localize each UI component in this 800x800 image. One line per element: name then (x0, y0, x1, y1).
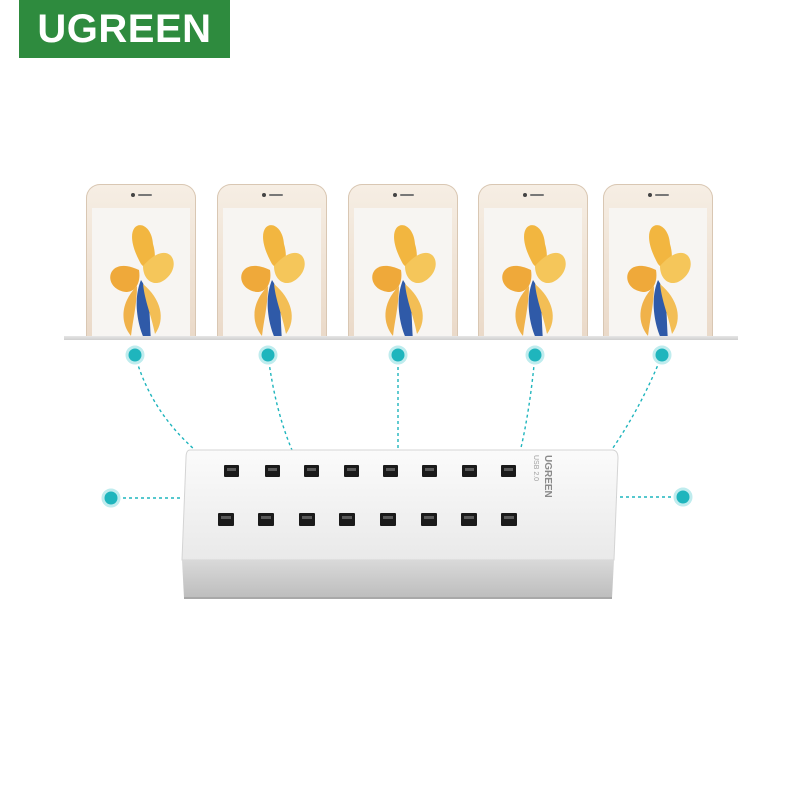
phone-4 (478, 184, 588, 340)
usb-port-icon (501, 513, 517, 526)
usb-port-icon (421, 513, 437, 526)
port-insert (221, 516, 231, 519)
connector-dot-icon (652, 345, 672, 365)
brand-logo: UGREEN (19, 0, 230, 58)
flower-wallpaper (372, 225, 436, 340)
connector-line-2 (267, 354, 293, 451)
phone-5 (603, 184, 713, 340)
port-insert (347, 468, 356, 471)
connector-dot-icon (388, 345, 408, 365)
port-insert (383, 516, 393, 519)
connector-dot-icon (525, 345, 545, 365)
hub-brand-label: UGREEN (542, 455, 553, 498)
camera-icon (131, 193, 135, 197)
connector-lines (111, 354, 683, 499)
connector-line-4 (519, 354, 536, 453)
phone-screen (609, 208, 707, 340)
connector-dots (101, 345, 693, 508)
phone-2 (217, 184, 327, 340)
phone-shelf (64, 336, 738, 340)
connector-line-5 (607, 354, 663, 456)
usb-port-icon (461, 513, 477, 526)
connector-dot-icon (101, 488, 121, 508)
camera-icon (648, 193, 652, 197)
port-insert (227, 468, 236, 471)
speaker-icon (530, 194, 544, 196)
speaker-icon (655, 194, 669, 196)
usb-port-icon (258, 513, 274, 526)
connector-line-1 (134, 354, 196, 451)
hub-sub-label: USB 2.0 (532, 455, 539, 481)
usb-hub (181, 449, 619, 599)
port-insert (342, 516, 352, 519)
usb-port-inserts (221, 468, 514, 519)
speaker-icon (138, 194, 152, 196)
speaker-icon (400, 194, 414, 196)
phone-3 (348, 184, 458, 340)
connector-dot-icon (258, 345, 278, 365)
port-insert (261, 516, 271, 519)
port-insert (386, 468, 395, 471)
usb-port-icon (218, 513, 234, 526)
flower-wallpaper (502, 225, 566, 340)
usb-port-icon (299, 513, 315, 526)
port-insert (307, 468, 316, 471)
phone-screen (223, 208, 321, 340)
brand-logo-text: UGREEN (37, 6, 212, 51)
port-insert (465, 468, 474, 471)
port-insert (268, 468, 277, 471)
flower-wallpaper (110, 225, 174, 340)
phone-screen (92, 208, 190, 340)
camera-icon (393, 193, 397, 197)
port-insert (504, 468, 513, 471)
hub-label: UGREEN USB 2.0 (532, 455, 553, 498)
camera-icon (523, 193, 527, 197)
camera-icon (262, 193, 266, 197)
port-insert (424, 516, 434, 519)
flower-wallpaper (627, 225, 691, 340)
port-insert (464, 516, 474, 519)
port-insert (425, 468, 434, 471)
phone-1 (86, 184, 196, 340)
connector-dot-icon (673, 487, 693, 507)
port-insert (302, 516, 312, 519)
speaker-icon (269, 194, 283, 196)
phone-screen (354, 208, 452, 340)
phone-screen (484, 208, 582, 340)
connector-dot-icon (125, 345, 145, 365)
flower-wallpaper (241, 225, 305, 340)
usb-port-icon (339, 513, 355, 526)
port-insert (504, 516, 514, 519)
usb-port-icon (380, 513, 396, 526)
